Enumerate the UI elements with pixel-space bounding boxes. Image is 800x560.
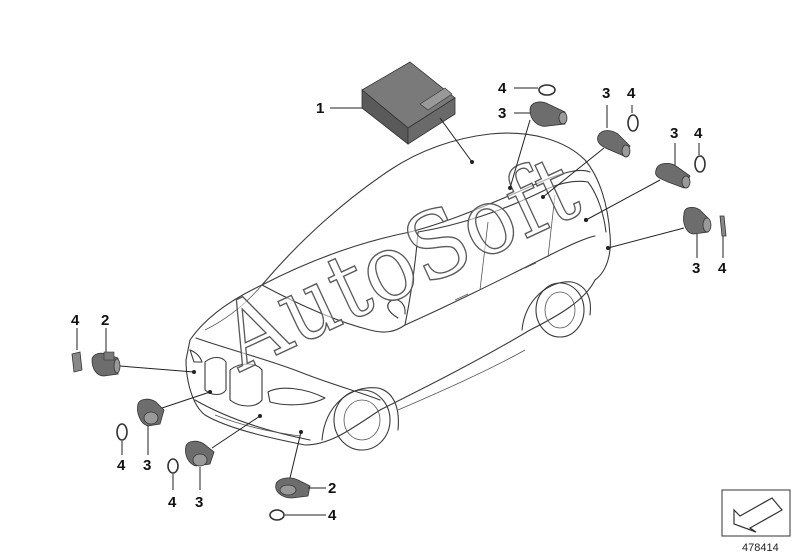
callout-3-right-b: 3 xyxy=(692,260,700,277)
callout-2-left: 2 xyxy=(101,312,109,329)
callout-4-upper-mid: 4 xyxy=(627,85,636,102)
callout-3-right-a: 3 xyxy=(670,125,678,142)
callout-2-bottom: 2 xyxy=(328,480,336,497)
reference-number: 478414 xyxy=(742,542,779,554)
callout-1: 1 xyxy=(316,100,324,117)
sensor-bottom xyxy=(269,477,311,521)
callout-3-upper-mid: 3 xyxy=(602,85,610,102)
sensor-front-b xyxy=(167,440,215,474)
callout-4-bottom: 4 xyxy=(328,507,337,524)
callout-4-front-a: 4 xyxy=(117,457,126,474)
callout-4-right-b: 4 xyxy=(718,260,727,277)
vehicle-outline xyxy=(185,132,611,451)
callout-3-top: 3 xyxy=(498,105,506,122)
callout-4-left: 4 xyxy=(71,312,80,329)
sensor-right-a xyxy=(655,155,706,189)
control-unit-part xyxy=(361,61,456,145)
callout-4-top: 4 xyxy=(498,80,507,97)
view-direction-icon xyxy=(721,489,791,537)
callout-3-front-a: 3 xyxy=(143,457,151,474)
callout-3-front-b: 3 xyxy=(195,494,203,511)
sensor-top xyxy=(529,84,568,127)
sensor-front-a xyxy=(116,398,165,441)
sensor-upper-mid xyxy=(597,114,639,158)
sensor-right-b xyxy=(683,206,727,237)
sensor-left xyxy=(71,351,121,377)
callout-4-front-b: 4 xyxy=(168,494,177,511)
callout-4-right-a: 4 xyxy=(694,125,703,142)
